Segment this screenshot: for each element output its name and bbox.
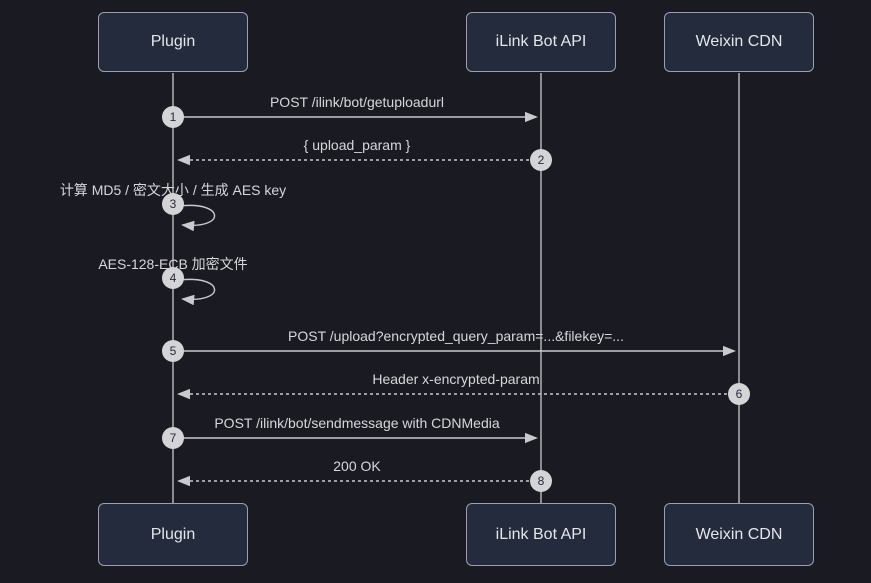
message-3-label: 计算 MD5 / 密文大小 / 生成 AES key	[59, 182, 287, 198]
message-4-label: AES-128-ECB 加密文件	[98, 256, 248, 272]
message-1-number-badge: 1	[162, 106, 184, 128]
actor-ilink-bot-api-top: iLink Bot API	[466, 12, 616, 72]
message-4-self-loop-arrow	[179, 278, 216, 306]
message-7-label: POST /ilink/bot/sendmessage with CDNMedi…	[214, 415, 500, 431]
message-8-number-badge: 8	[530, 470, 552, 492]
message-7-number-badge: 7	[162, 427, 184, 449]
message-3-number-badge: 3	[162, 193, 184, 215]
message-5-number-badge: 5	[162, 340, 184, 362]
actor-plugin-top: Plugin	[98, 12, 248, 72]
message-6-number-badge: 6	[728, 383, 750, 405]
actor-weixin-cdn-top: Weixin CDN	[664, 12, 814, 72]
message-6-label: Header x-encrypted-param	[372, 371, 540, 387]
message-2-label: { upload_param }	[303, 137, 411, 153]
message-2-number-badge: 2	[530, 149, 552, 171]
message-1-label: POST /ilink/bot/getuploadurl	[269, 94, 445, 110]
message-3-self-loop-arrow	[179, 204, 216, 232]
message-5-label: POST /upload?encrypted_query_param=...&f…	[288, 328, 624, 344]
actor-weixin-cdn-bottom: Weixin CDN	[664, 503, 814, 566]
message-4-number-badge: 4	[162, 267, 184, 289]
message-8-label: 200 OK	[333, 458, 381, 474]
actor-ilink-bot-api-bottom: iLink Bot API	[466, 503, 616, 566]
actor-plugin-bottom: Plugin	[98, 503, 248, 566]
